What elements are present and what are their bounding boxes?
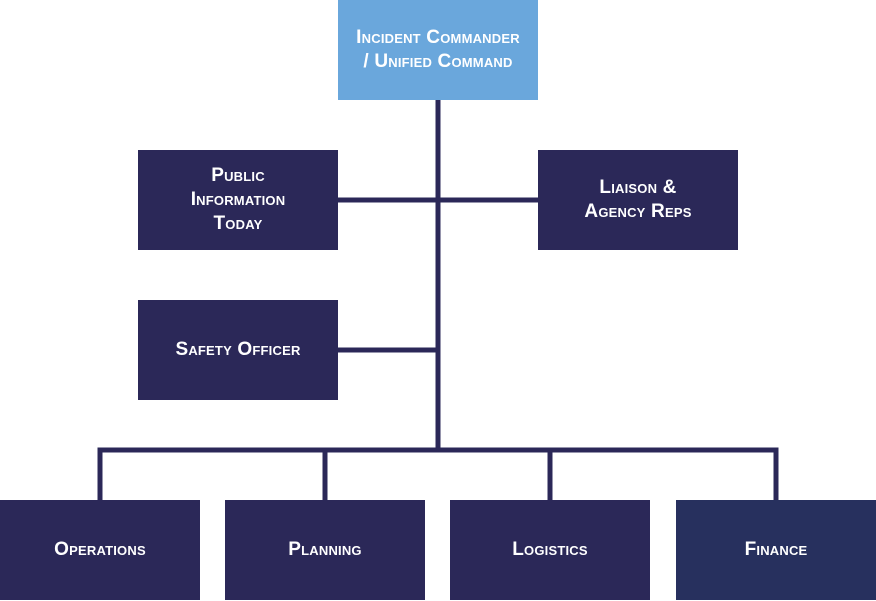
finance-box: Finance [676, 500, 876, 600]
operations-box: Operations [0, 500, 200, 600]
logistics-box: Logistics [450, 500, 650, 600]
planning-box: Planning [225, 500, 425, 600]
incident-commander-box: Incident Commander / Unified Command [338, 0, 538, 100]
safety-officer-box: Safety Officer [138, 300, 338, 400]
public-information-box: Public Information Today [138, 150, 338, 250]
liaison-agency-reps-box: Liaison & Agency Reps [538, 150, 738, 250]
